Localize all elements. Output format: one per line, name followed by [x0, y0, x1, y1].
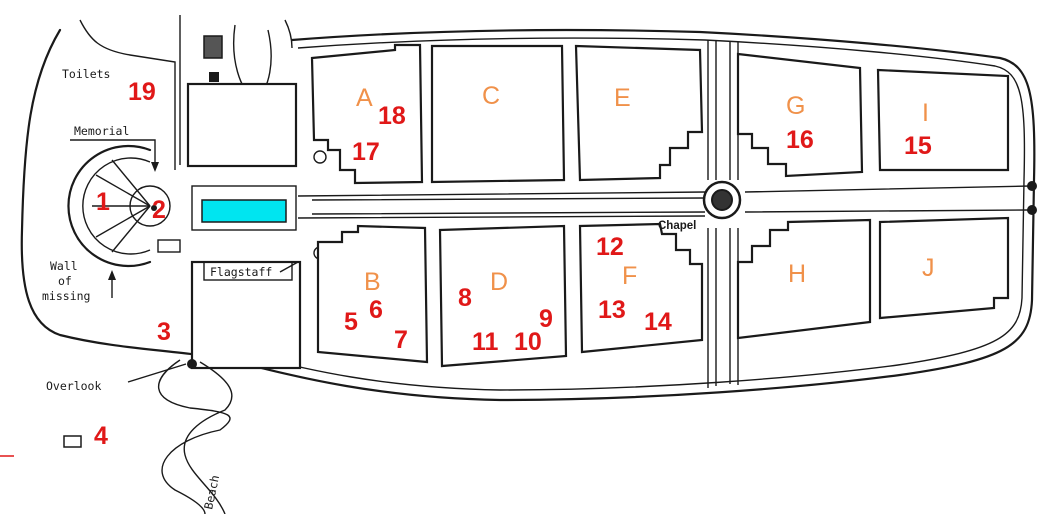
marker-5: 5 [344, 308, 358, 336]
marker-10: 10 [514, 328, 542, 356]
marker-12: 12 [596, 233, 624, 261]
plot-F [578, 222, 704, 354]
entrance-path [79, 15, 293, 170]
marker-2: 2 [152, 196, 166, 224]
marker-6: 6 [369, 296, 383, 324]
marker-13: 13 [598, 296, 626, 324]
label-flagstaff: Flagstaff [210, 265, 272, 279]
label-overlook: Overlook [46, 379, 101, 393]
plot-E [574, 44, 704, 182]
memorial-arrow-head [151, 162, 159, 172]
plot-G [736, 52, 864, 178]
feature-4-box [63, 435, 82, 448]
section-G: G [786, 92, 805, 120]
overlook-arrow [127, 363, 187, 383]
flagstaff-box [203, 261, 293, 281]
marker-1: 1 [96, 188, 110, 216]
memorial-arrow [70, 139, 156, 168]
gatehouse-sign [209, 72, 219, 82]
label-toilets: Toilets [62, 67, 110, 81]
plot-I [876, 68, 1010, 172]
gatehouse-block [203, 35, 223, 59]
label-beach: Beach [201, 474, 222, 511]
section-D: D [490, 268, 508, 296]
section-E: E [614, 84, 631, 112]
roundabout-north [313, 150, 327, 164]
label-missing: missing [42, 289, 90, 303]
marker-16: 16 [786, 126, 814, 154]
label-memorial: Memorial [74, 124, 129, 138]
east-marker-south [1027, 205, 1037, 215]
flagstaff-arrow [279, 261, 299, 273]
reflecting-pool [201, 199, 287, 223]
marker-14: 14 [644, 308, 672, 336]
main-avenue [297, 185, 1031, 219]
label-chapel: Chapel [658, 220, 696, 232]
marker-17: 17 [352, 138, 380, 166]
cemetery-boundary [20, 28, 1036, 402]
label-wall: Wall [50, 259, 78, 273]
inner-boundary [239, 37, 1026, 391]
pool-frame [191, 185, 297, 231]
wall-arrow-head [108, 270, 116, 280]
beach-path [158, 359, 233, 514]
marker-3: 3 [157, 318, 171, 346]
plot-D [438, 224, 568, 368]
section-F: F [622, 262, 637, 290]
plot-C [430, 44, 566, 184]
plot-A [310, 43, 424, 185]
lawn-north [186, 82, 298, 168]
label-of: of [58, 274, 72, 288]
section-A: A [356, 84, 373, 112]
overlook-point [187, 359, 197, 369]
marker-4: 4 [94, 422, 108, 450]
marker-15: 15 [904, 132, 932, 160]
section-H: H [788, 260, 806, 288]
marker-7: 7 [394, 326, 408, 354]
section-J: J [922, 254, 935, 282]
memorial-circle [67, 144, 171, 268]
marker-9: 9 [539, 305, 553, 333]
chapel-rotunda [711, 189, 733, 211]
marker-8: 8 [458, 284, 472, 312]
marker-11: 11 [472, 328, 499, 356]
section-I: I [922, 99, 929, 127]
east-marker-north [1027, 181, 1037, 191]
plot-J [878, 216, 1010, 320]
section-C: C [482, 82, 500, 110]
memorial-step [157, 239, 181, 253]
section-B: B [364, 268, 381, 296]
marker-18: 18 [378, 102, 406, 130]
marker-19: 19 [128, 78, 156, 106]
plot-H [736, 218, 872, 340]
plot-B [316, 224, 429, 364]
